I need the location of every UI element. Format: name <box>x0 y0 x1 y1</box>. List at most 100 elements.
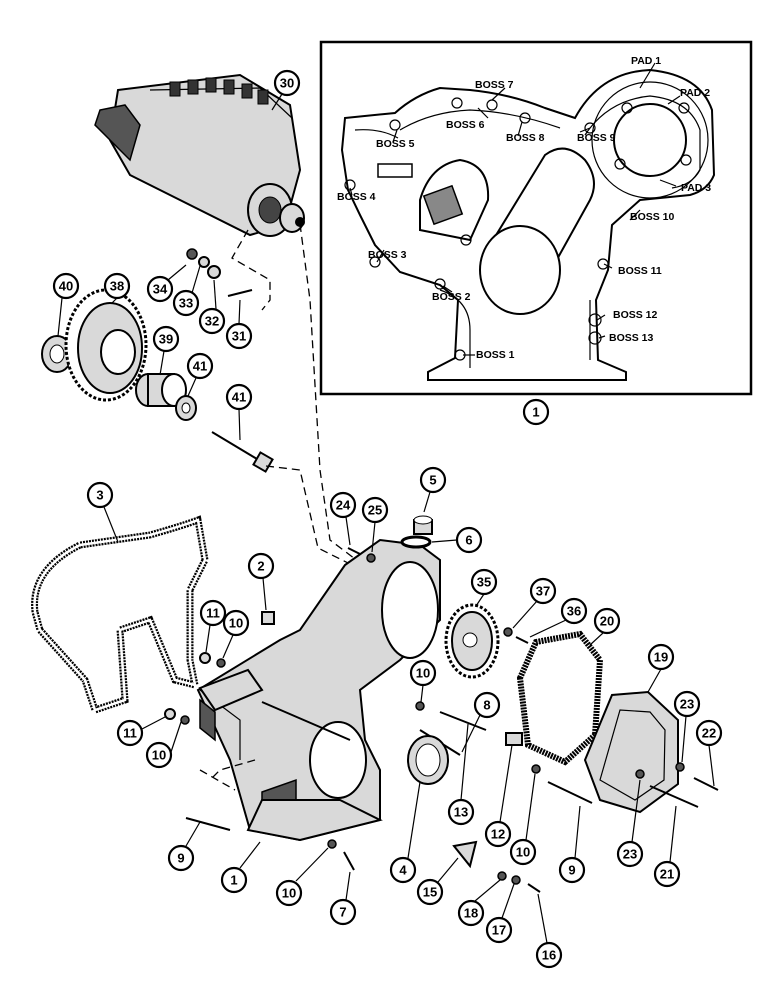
inset-label-boss-12: BOSS 12 <box>613 309 658 321</box>
callout-34: 34 <box>146 275 174 303</box>
svg-text:24: 24 <box>336 498 351 513</box>
inset-label-boss-4: BOSS 4 <box>337 191 376 203</box>
svg-text:23: 23 <box>623 847 637 862</box>
svg-text:36: 36 <box>567 604 581 619</box>
inset-label-boss-7: BOSS 7 <box>475 79 514 91</box>
svg-text:17: 17 <box>492 923 506 938</box>
inset-label-boss-13: BOSS 13 <box>609 332 654 344</box>
callout-41-washer: 41 <box>186 352 214 380</box>
callout-10-lower: 10 <box>145 741 173 769</box>
callout-21: 21 <box>653 860 681 888</box>
svg-text:16: 16 <box>542 948 556 963</box>
callout-10-mid: 10 <box>409 659 437 687</box>
callout-11-upper: 11 <box>199 599 227 627</box>
svg-text:31: 31 <box>232 329 246 344</box>
callout-10-right: 10 <box>509 838 537 866</box>
svg-text:10: 10 <box>516 845 530 860</box>
callout-15: 15 <box>416 878 444 906</box>
inset-label-boss-11: BOSS 11 <box>618 265 662 277</box>
callout-10-bottom: 10 <box>275 879 303 907</box>
gear-assembly-38 <box>41 288 274 473</box>
callout-19: 19 <box>647 643 675 671</box>
svg-text:33: 33 <box>179 296 193 311</box>
inset-label-boss-5: BOSS 5 <box>376 138 415 150</box>
svg-text:37: 37 <box>536 584 550 599</box>
callout-2: 2 <box>247 552 275 580</box>
svg-text:5: 5 <box>429 473 436 488</box>
svg-text:10: 10 <box>282 886 296 901</box>
callout-22: 22 <box>695 719 723 747</box>
inset-panel: PAD 1 PAD 2 PAD 3 BOSS 7 BOSS 6 BOSS 8 B… <box>319 40 753 396</box>
svg-text:10: 10 <box>152 748 166 763</box>
callout-23-right: 23 <box>673 690 701 718</box>
callout-23-lower: 23 <box>616 840 644 868</box>
pump-bore-circle <box>613 103 687 177</box>
svg-text:12: 12 <box>491 827 505 842</box>
inset-label-boss-10: BOSS 10 <box>630 211 675 223</box>
svg-text:23: 23 <box>680 697 694 712</box>
callout-40: 40 <box>52 272 80 300</box>
callout-31: 31 <box>225 322 253 350</box>
inset-label-pad-2: PAD 2 <box>680 87 710 99</box>
svg-text:7: 7 <box>339 905 346 920</box>
svg-text:10: 10 <box>229 616 243 631</box>
callout-41-bolt: 41 <box>225 383 253 411</box>
inset-label-pad-3: PAD 3 <box>681 182 711 194</box>
callout-7: 7 <box>329 898 357 926</box>
svg-text:3: 3 <box>96 488 103 503</box>
svg-text:13: 13 <box>454 805 468 820</box>
svg-text:1: 1 <box>230 873 237 888</box>
pump-hardware <box>186 248 253 297</box>
callout-13: 13 <box>447 798 475 826</box>
callout-30: 30 <box>273 69 301 97</box>
inset-label-boss-6: BOSS 6 <box>446 119 485 131</box>
inset-label-pad-1: PAD 1 <box>631 55 661 67</box>
inset-label-boss-1: BOSS 1 <box>476 349 515 361</box>
svg-text:30: 30 <box>280 76 294 91</box>
svg-text:32: 32 <box>205 314 219 329</box>
svg-text:22: 22 <box>702 726 716 741</box>
callout-39: 39 <box>152 325 180 353</box>
front-cover-housing <box>196 538 441 842</box>
callout-6: 6 <box>455 526 483 554</box>
svg-text:9: 9 <box>568 863 575 878</box>
svg-text:6: 6 <box>465 533 472 548</box>
svg-text:11: 11 <box>206 606 220 621</box>
svg-text:35: 35 <box>477 575 491 590</box>
svg-text:11: 11 <box>123 726 137 741</box>
callout-25: 25 <box>361 496 389 524</box>
callout-16: 16 <box>535 941 563 969</box>
callout-10-upper: 10 <box>222 609 250 637</box>
svg-text:39: 39 <box>159 332 173 347</box>
injection-pump <box>94 73 305 237</box>
callout-17: 17 <box>485 916 513 944</box>
svg-text:2: 2 <box>257 559 264 574</box>
svg-text:10: 10 <box>416 666 430 681</box>
svg-text:41: 41 <box>193 359 207 374</box>
svg-text:38: 38 <box>110 279 124 294</box>
callout-12: 12 <box>484 820 512 848</box>
inset-label-boss-9: BOSS 9 <box>577 132 616 144</box>
callout-9-right: 9 <box>558 856 586 884</box>
callout-leaders <box>57 93 715 944</box>
inset-label-boss-2: BOSS 2 <box>432 291 471 303</box>
callout-inset-1: 1 <box>522 398 550 426</box>
svg-text:8: 8 <box>483 698 490 713</box>
callout-9-left: 9 <box>167 844 195 872</box>
svg-text:19: 19 <box>654 650 668 665</box>
svg-text:41: 41 <box>232 390 246 405</box>
small-hardware <box>164 515 719 893</box>
callout-11-lower: 11 <box>116 719 144 747</box>
svg-text:9: 9 <box>177 851 184 866</box>
callout-20: 20 <box>593 607 621 635</box>
callout-37: 37 <box>529 577 557 605</box>
callout-33: 33 <box>172 289 200 317</box>
callout-4: 4 <box>389 856 417 884</box>
callout-24: 24 <box>329 491 357 519</box>
callout-38: 38 <box>103 272 131 300</box>
svg-text:18: 18 <box>464 906 478 921</box>
svg-text:25: 25 <box>368 503 382 518</box>
inset-label-boss-8: BOSS 8 <box>506 132 545 144</box>
callout-18: 18 <box>457 899 485 927</box>
